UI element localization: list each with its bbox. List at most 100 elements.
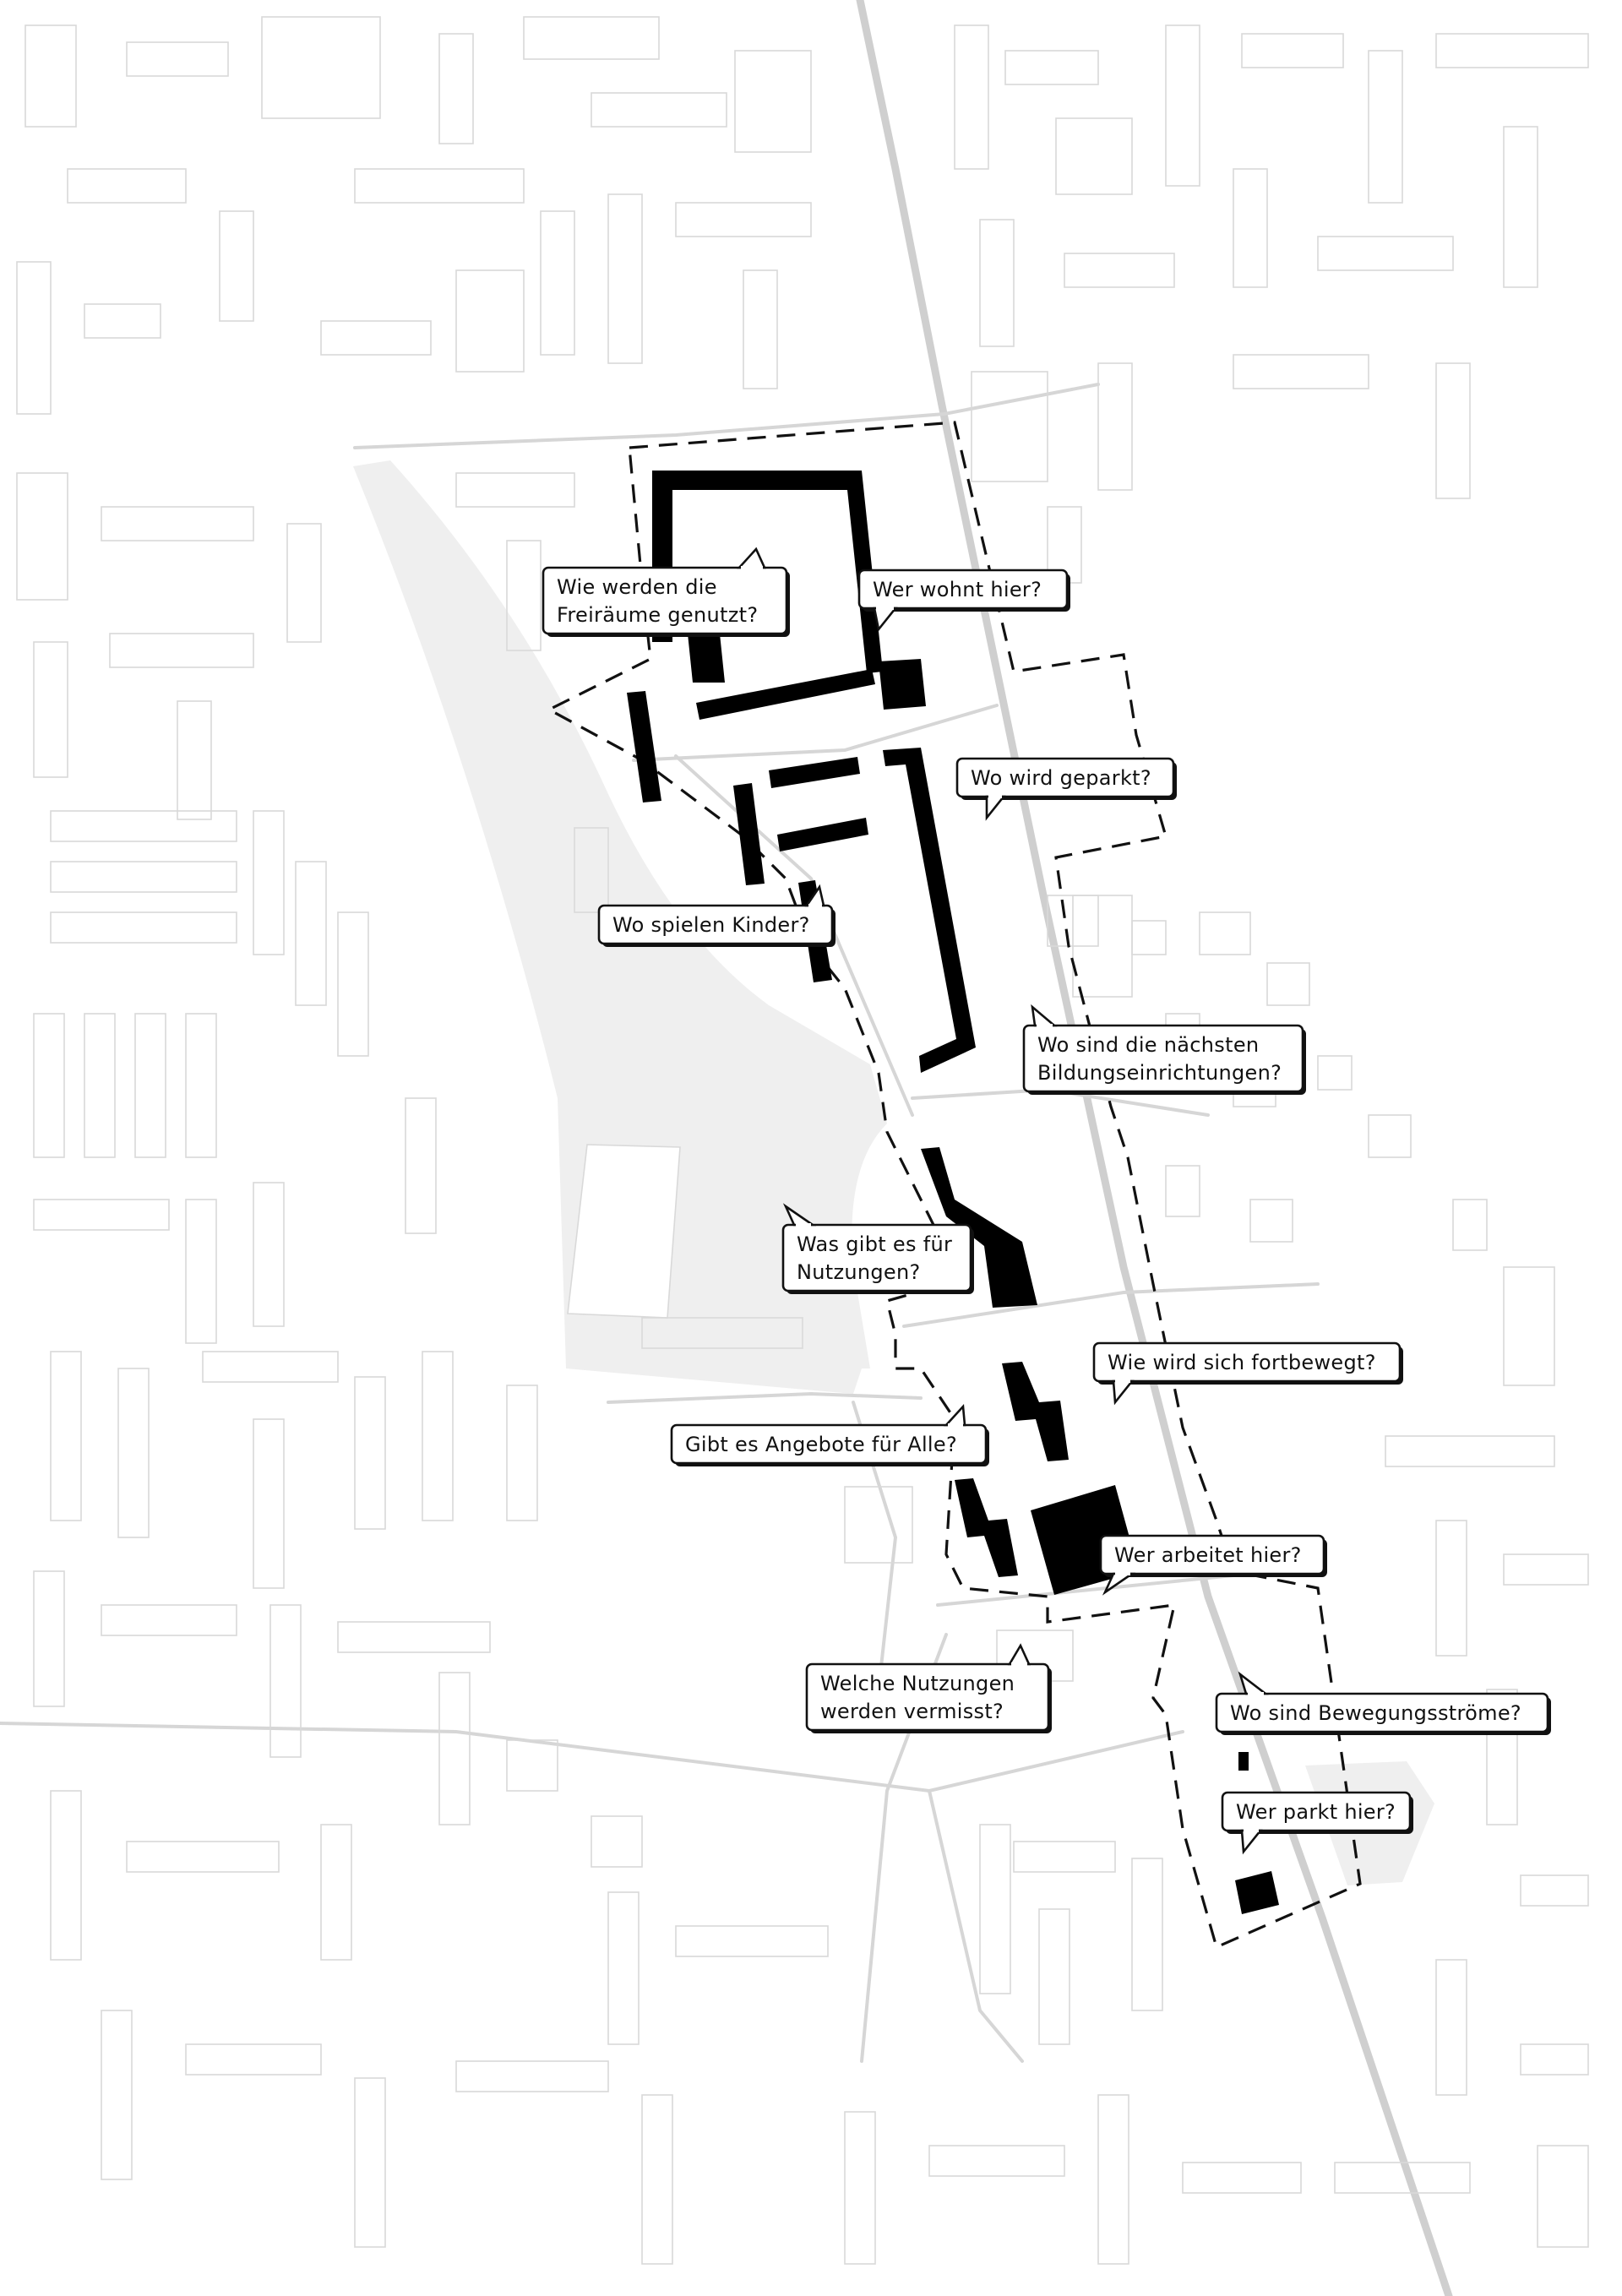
callout-box [857,569,1069,610]
context-building [1131,1858,1163,2011]
context-building [50,1351,82,1521]
context-building [253,1418,285,1589]
building-stepped-1 [1002,1362,1069,1461]
context-building [1503,1553,1589,1586]
context-building [1486,1689,1518,1825]
context-building [320,1824,352,1961]
street-inner-1 [674,754,914,1117]
context-building [101,1604,237,1636]
context-building [50,861,237,893]
context-building [185,1199,217,1344]
context-building [506,1739,558,1792]
callout-fortbewegt: Wie wird sich fortbewegt? [1092,1341,1403,1406]
street-mid-3 [902,1282,1320,1328]
callout-text: Wer arbeitet hier? [1114,1543,1302,1567]
building-slab-north-1 [696,669,875,720]
context-building [1317,236,1454,271]
context-building [1004,50,1099,85]
callout-text: Wer parkt hier? [1236,1800,1396,1824]
building-slab-west-1 [627,691,661,803]
callout-vermisst: Welche Nutzungen werden vermisst? [805,1643,1052,1733]
street-south-1 [607,1391,923,1404]
callout-text: werden vermisst? [820,1700,1004,1723]
context-building [405,1097,437,1234]
context-building [1165,1165,1200,1217]
context-building [506,1385,538,1521]
context-building [50,911,237,944]
context-building [337,1621,491,1653]
context-building [1038,1908,1070,2045]
context-building [1435,33,1589,68]
context-building [202,1351,339,1383]
context-building [954,24,989,170]
context-building [33,1199,170,1231]
building-slab-mid-3 [777,818,868,851]
context-building [1064,253,1175,288]
context-building [455,2060,609,2092]
callout-box [1022,1024,1304,1093]
context-building [185,2043,322,2076]
context-building [591,92,727,128]
context-building [1435,1520,1467,1657]
callout-box [955,757,1175,798]
context-building [1503,1266,1555,1386]
context-building [177,700,212,820]
context-building [641,1317,803,1349]
street-south-4 [928,1789,1024,2063]
street-south-3 [0,1722,1184,1793]
context-building [50,1790,82,1961]
context-building [1334,2162,1471,2194]
context-building [295,861,327,1006]
context-building [33,1013,65,1158]
callout-text: Welche Nutzungen [820,1672,1015,1695]
context-building [84,1013,116,1158]
context-building [1199,911,1251,955]
building-tower-north-2 [879,659,926,710]
callout-text: Was gibt es für [797,1232,952,1256]
context-building [422,1351,454,1521]
context-building [1233,354,1369,389]
context-building [1055,117,1133,195]
building-slab-mid-2 [733,783,765,885]
context-building [734,50,812,153]
context-building [1097,362,1133,491]
study-buildings [627,471,1279,1914]
context-building [33,641,68,778]
building-small-south [1235,1871,1279,1914]
context-building [607,193,643,364]
building-L-east [883,748,976,1073]
context-building [286,523,322,643]
context-building [607,1891,640,2045]
context-building [185,1013,217,1158]
context-building [24,24,77,128]
context-building [84,303,161,339]
callout-box [781,1223,972,1292]
building-corner-south [921,1147,1037,1308]
context-building [1013,1841,1116,1873]
context-building [844,1486,913,1564]
context-building [1241,33,1344,68]
context-building [261,16,381,119]
context-building [126,41,229,77]
context-building [33,1570,65,1707]
callout-bewegung: Wo sind Bewegungsströme? [1215,1671,1551,1735]
context-buildings [16,16,1589,2265]
context-building [438,33,474,144]
context-building [1537,2145,1589,2248]
building-stepped-2 [955,1478,1018,1577]
callout-text: Wo spielen Kinder? [612,913,810,937]
context-building [1097,2094,1129,2265]
context-building [109,633,254,668]
callout-kinder: Wo spielen Kinder? [597,884,835,947]
building-kiosk [1238,1752,1249,1771]
context-building [320,320,432,356]
context-building [126,1841,280,1873]
street-mid-1 [632,704,999,762]
building-courtyard-north [652,471,883,673]
context-building [1435,362,1471,499]
callout-text: Gibt es Angebote für Alle? [685,1433,957,1456]
context-building [743,269,778,389]
